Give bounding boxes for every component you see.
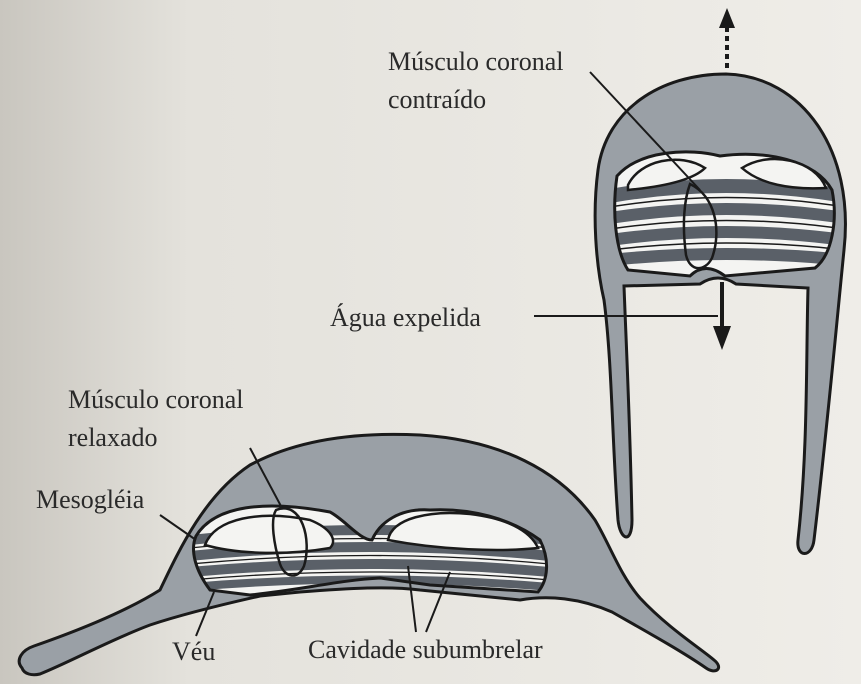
label-water-expelled: Água expelida <box>330 303 481 332</box>
label-subumbrellar-cavity: Cavidade subumbrelar <box>308 635 543 664</box>
label-coronal-contracted-line2: contraído <box>388 85 486 114</box>
label-coronal-relaxed-line2: relaxado <box>68 423 158 452</box>
label-mesoglea: Mesogléia <box>36 485 145 514</box>
label-coronal-relaxed-line1: Músculo coronal <box>68 385 243 414</box>
label-coronal-contracted-line1: Músculo coronal <box>388 47 563 76</box>
label-veil: Véu <box>172 637 215 666</box>
